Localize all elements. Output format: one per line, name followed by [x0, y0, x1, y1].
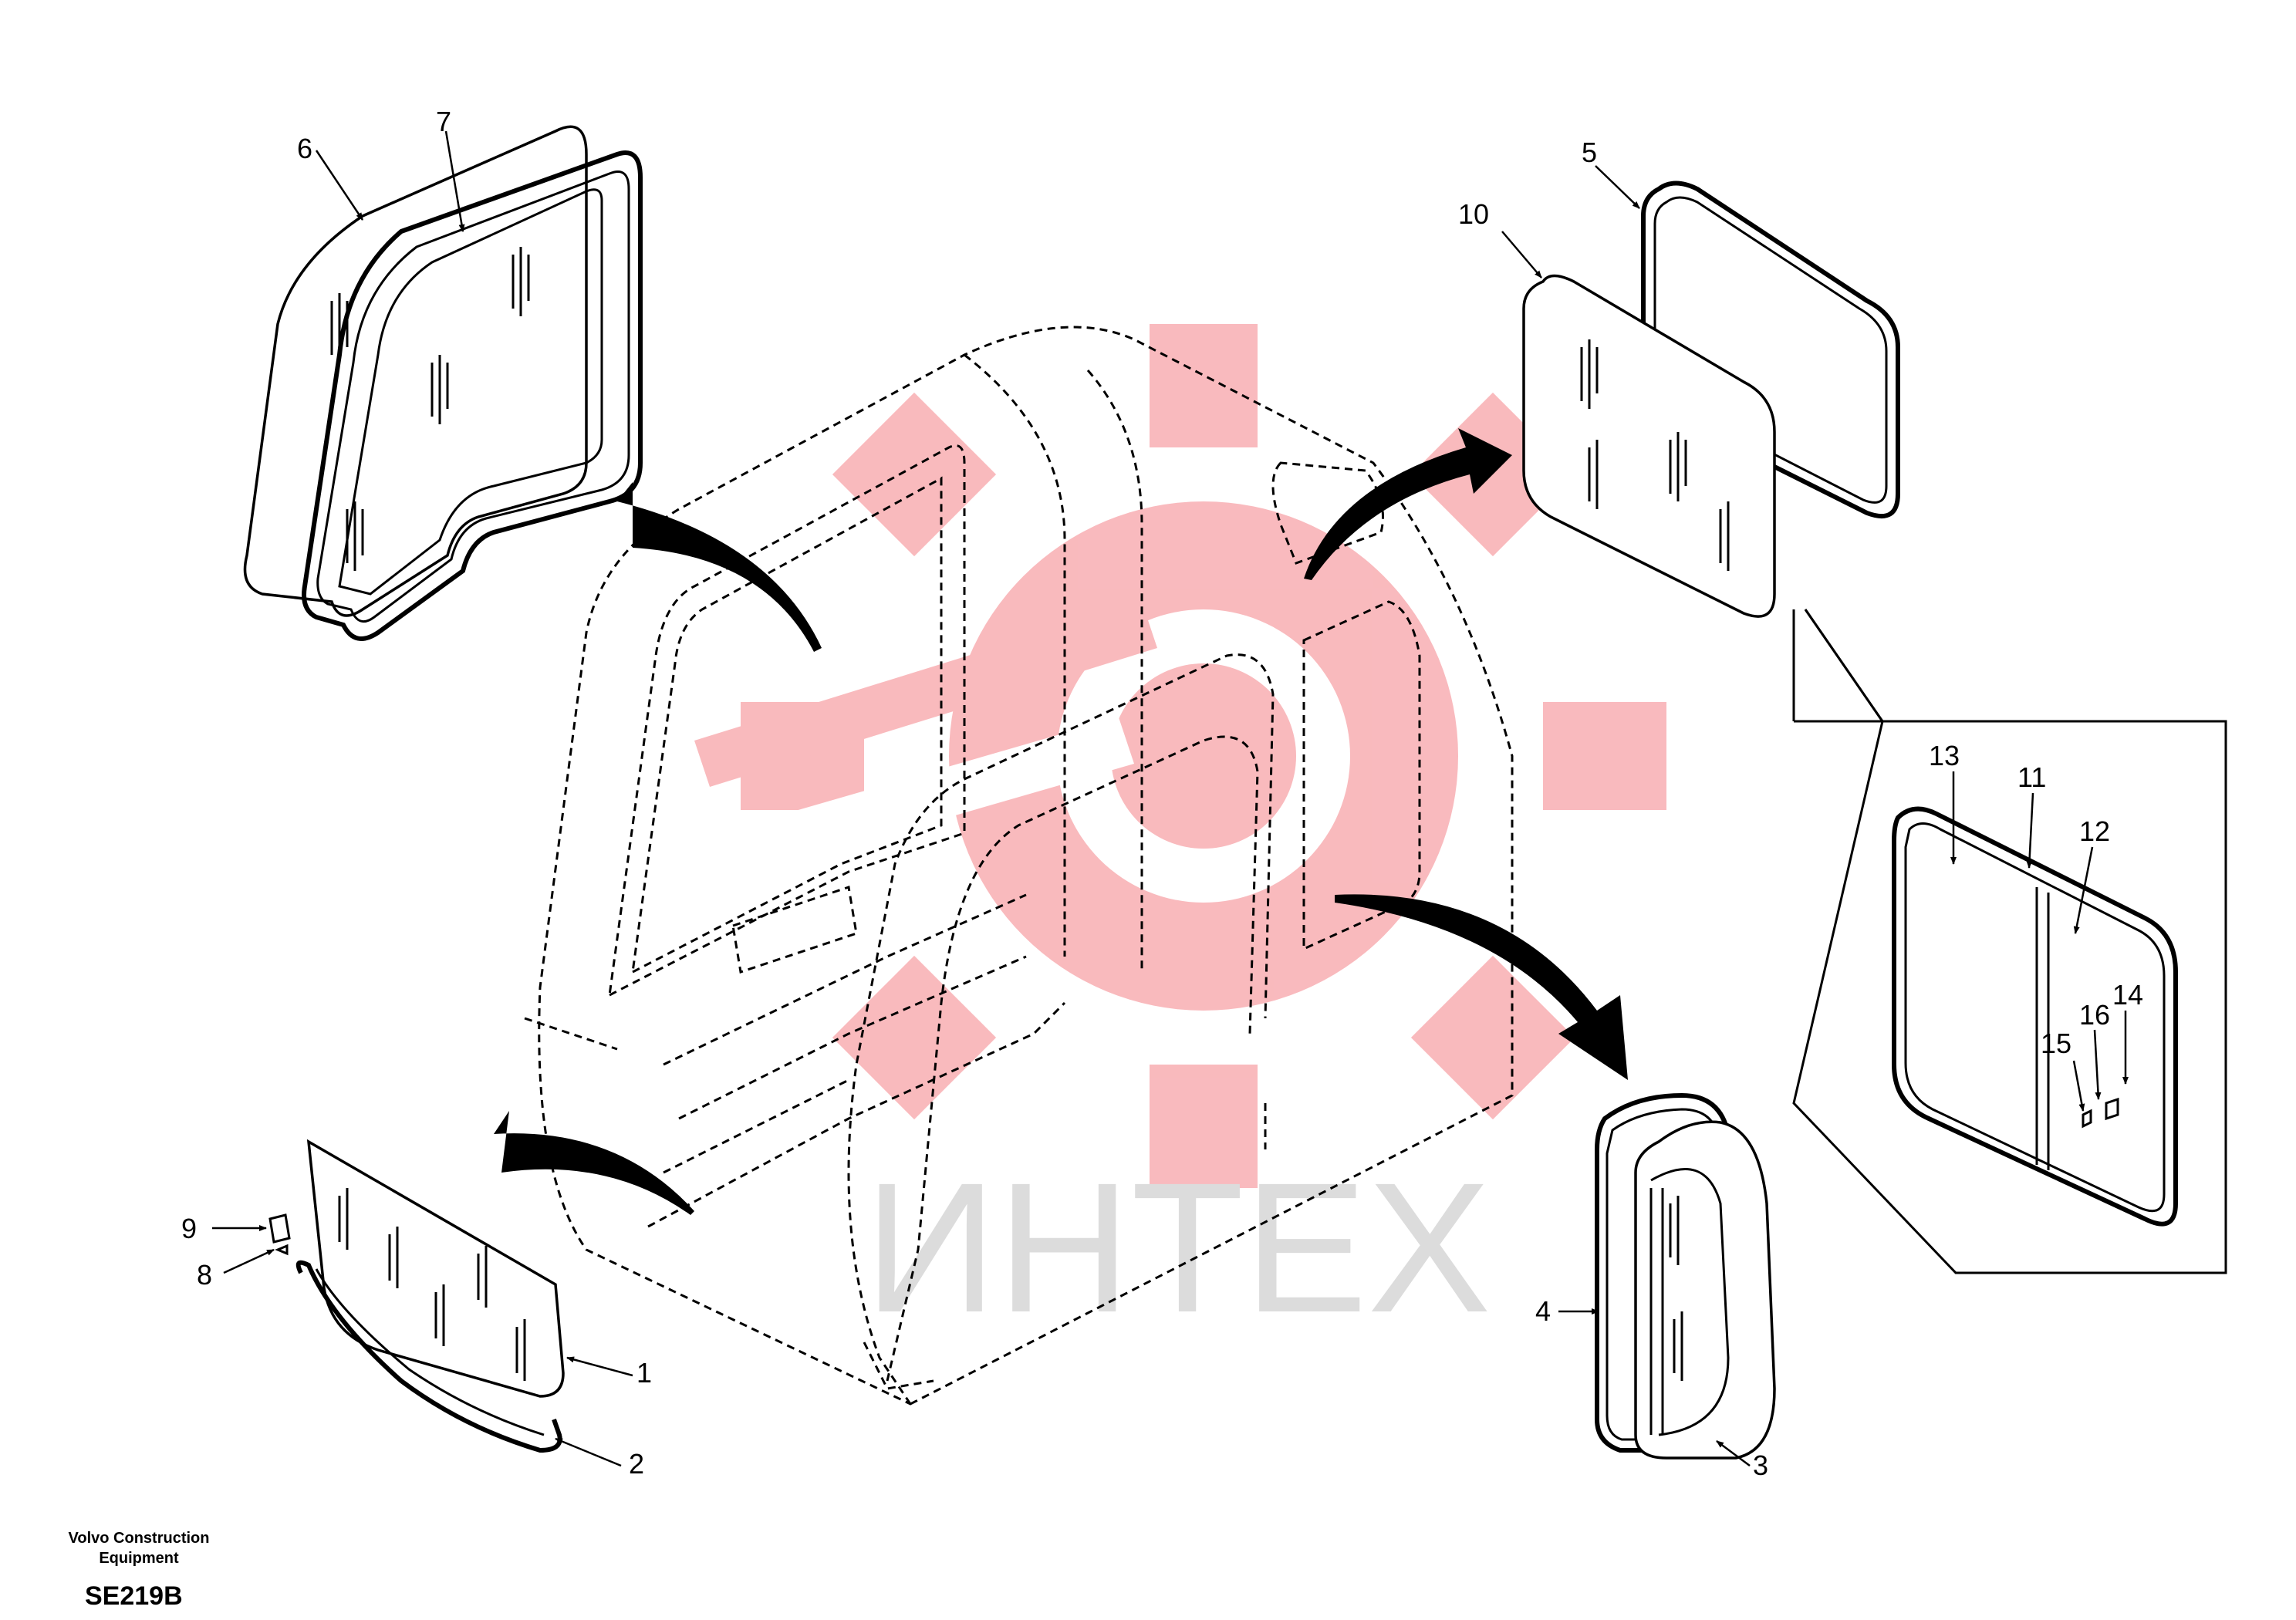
leader-lines	[212, 130, 2129, 1467]
callout-9: 9	[181, 1213, 197, 1244]
direction-arrows	[494, 428, 1628, 1215]
part-side-lower-window	[1595, 1092, 1776, 1460]
part-rear-window-frame	[1641, 181, 1900, 518]
callout-5: 5	[1582, 137, 1597, 168]
part-door-upper-glass	[243, 125, 643, 641]
callout-16: 16	[2079, 999, 2110, 1031]
callout-3: 3	[1753, 1450, 1768, 1481]
callout-10: 10	[1458, 198, 1489, 230]
callout-8: 8	[197, 1259, 212, 1291]
callout-14: 14	[2112, 979, 2143, 1011]
callout-2: 2	[629, 1448, 644, 1480]
callout-7: 7	[436, 106, 451, 137]
footer-company-line1: Volvo Construction	[69, 1530, 210, 1547]
cab-frame-outline	[524, 326, 1514, 1406]
callout-1: 1	[636, 1357, 652, 1389]
detail-inset-box	[1792, 609, 2227, 1274]
callout-4: 4	[1535, 1295, 1551, 1327]
watermark-gear-logo	[694, 324, 1666, 1188]
callout-11: 11	[2017, 761, 2046, 793]
footer-company-line2: Equipment	[99, 1550, 179, 1567]
drawing-code: SE219B	[85, 1581, 183, 1611]
watermark-text: ИНТЕХ	[864, 1144, 1491, 1351]
callout-6: 6	[297, 133, 312, 164]
callout-12: 12	[2079, 815, 2110, 847]
callout-13: 13	[1929, 740, 1960, 771]
callout-15: 15	[2041, 1028, 2071, 1059]
part-rear-window-glass	[1522, 274, 1776, 618]
part-front-lower-glass	[268, 1139, 565, 1453]
